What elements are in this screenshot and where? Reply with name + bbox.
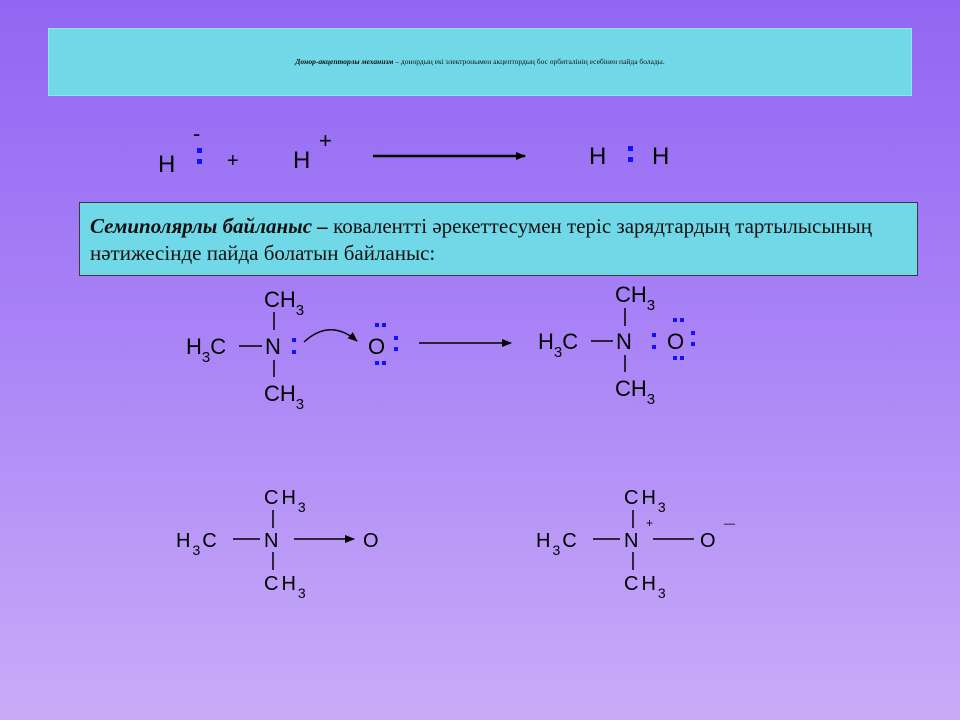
nitrogen-atom: N <box>264 530 278 552</box>
definition-box: Семиполярлы байланыс – ковалентті әрекет… <box>79 202 918 276</box>
reaction-hydride-proton: H - + H + H H <box>158 121 669 178</box>
electron-dot <box>382 361 386 365</box>
amine-oxide-product: CH3 H3C N CH3 O <box>538 282 695 408</box>
electron-dot <box>292 338 296 342</box>
trimethylamine-left: CH3 H3C N CH3 O <box>186 287 398 413</box>
product-h-left: H <box>589 143 606 170</box>
electron-dot <box>673 356 677 360</box>
methyl-left: H3C <box>538 329 578 361</box>
nitrogen-atom: N <box>616 329 632 354</box>
oxygen-atom: O <box>368 334 385 359</box>
nitrogen-atom: N <box>265 334 281 359</box>
electron-dot <box>652 333 656 337</box>
oxygen-atom: O <box>363 530 379 552</box>
electron-dot <box>691 331 695 335</box>
hydride-minus-sign: - <box>193 121 200 146</box>
methyl-bottom: CH3 <box>615 376 655 408</box>
electron-dot <box>382 323 386 327</box>
oxygen-atom: O <box>667 329 684 354</box>
methyl-left: H3C <box>186 334 226 366</box>
proton-plus-sign: + <box>319 128 332 153</box>
electron-dot <box>394 336 398 340</box>
electron-dot <box>652 345 656 349</box>
header-box: Донор-акцепторлы механизм – донордың екі… <box>48 28 912 96</box>
proton-h: H <box>293 147 310 174</box>
methyl-top: CH3 <box>264 287 304 319</box>
electron-dot <box>680 318 684 322</box>
oxygen-charge: — <box>724 518 735 530</box>
electron-dot <box>375 361 379 365</box>
electron-dot <box>394 347 398 351</box>
methyl-bottom: CH3 <box>264 381 304 413</box>
electron-dot <box>680 356 684 360</box>
nitrogen-atom: N <box>624 530 638 552</box>
hydride-h: H <box>158 151 175 178</box>
plus-operator: + <box>227 150 239 172</box>
electron-dot <box>691 342 695 346</box>
definition-term: Семиполярлы байланыс – <box>90 214 328 238</box>
electron-dot <box>628 146 633 151</box>
electron-dot <box>375 323 379 327</box>
methyl-top: CH3 <box>615 282 655 314</box>
header-term: Донор-акцепторлы механизм <box>295 57 394 66</box>
oxygen-atom: O <box>700 530 716 552</box>
electron-dot <box>673 318 677 322</box>
electron-dot <box>292 350 296 354</box>
definition-text: Семиполярлы байланыс – ковалентті әрекет… <box>90 213 909 267</box>
product-h-right: H <box>652 143 669 170</box>
nitrogen-charge: + <box>646 516 653 530</box>
curved-arrow <box>303 329 358 343</box>
electron-dot <box>197 159 202 164</box>
electron-dot <box>628 157 633 162</box>
electron-dot <box>197 148 202 153</box>
header-definition: – донордың екі электронымен акцептордың … <box>393 57 665 66</box>
definition-body: ковалентті әрекеттесумен теріс зарядтард… <box>90 214 873 265</box>
header-text: Донор-акцепторлы механизм – донордың екі… <box>49 57 911 66</box>
